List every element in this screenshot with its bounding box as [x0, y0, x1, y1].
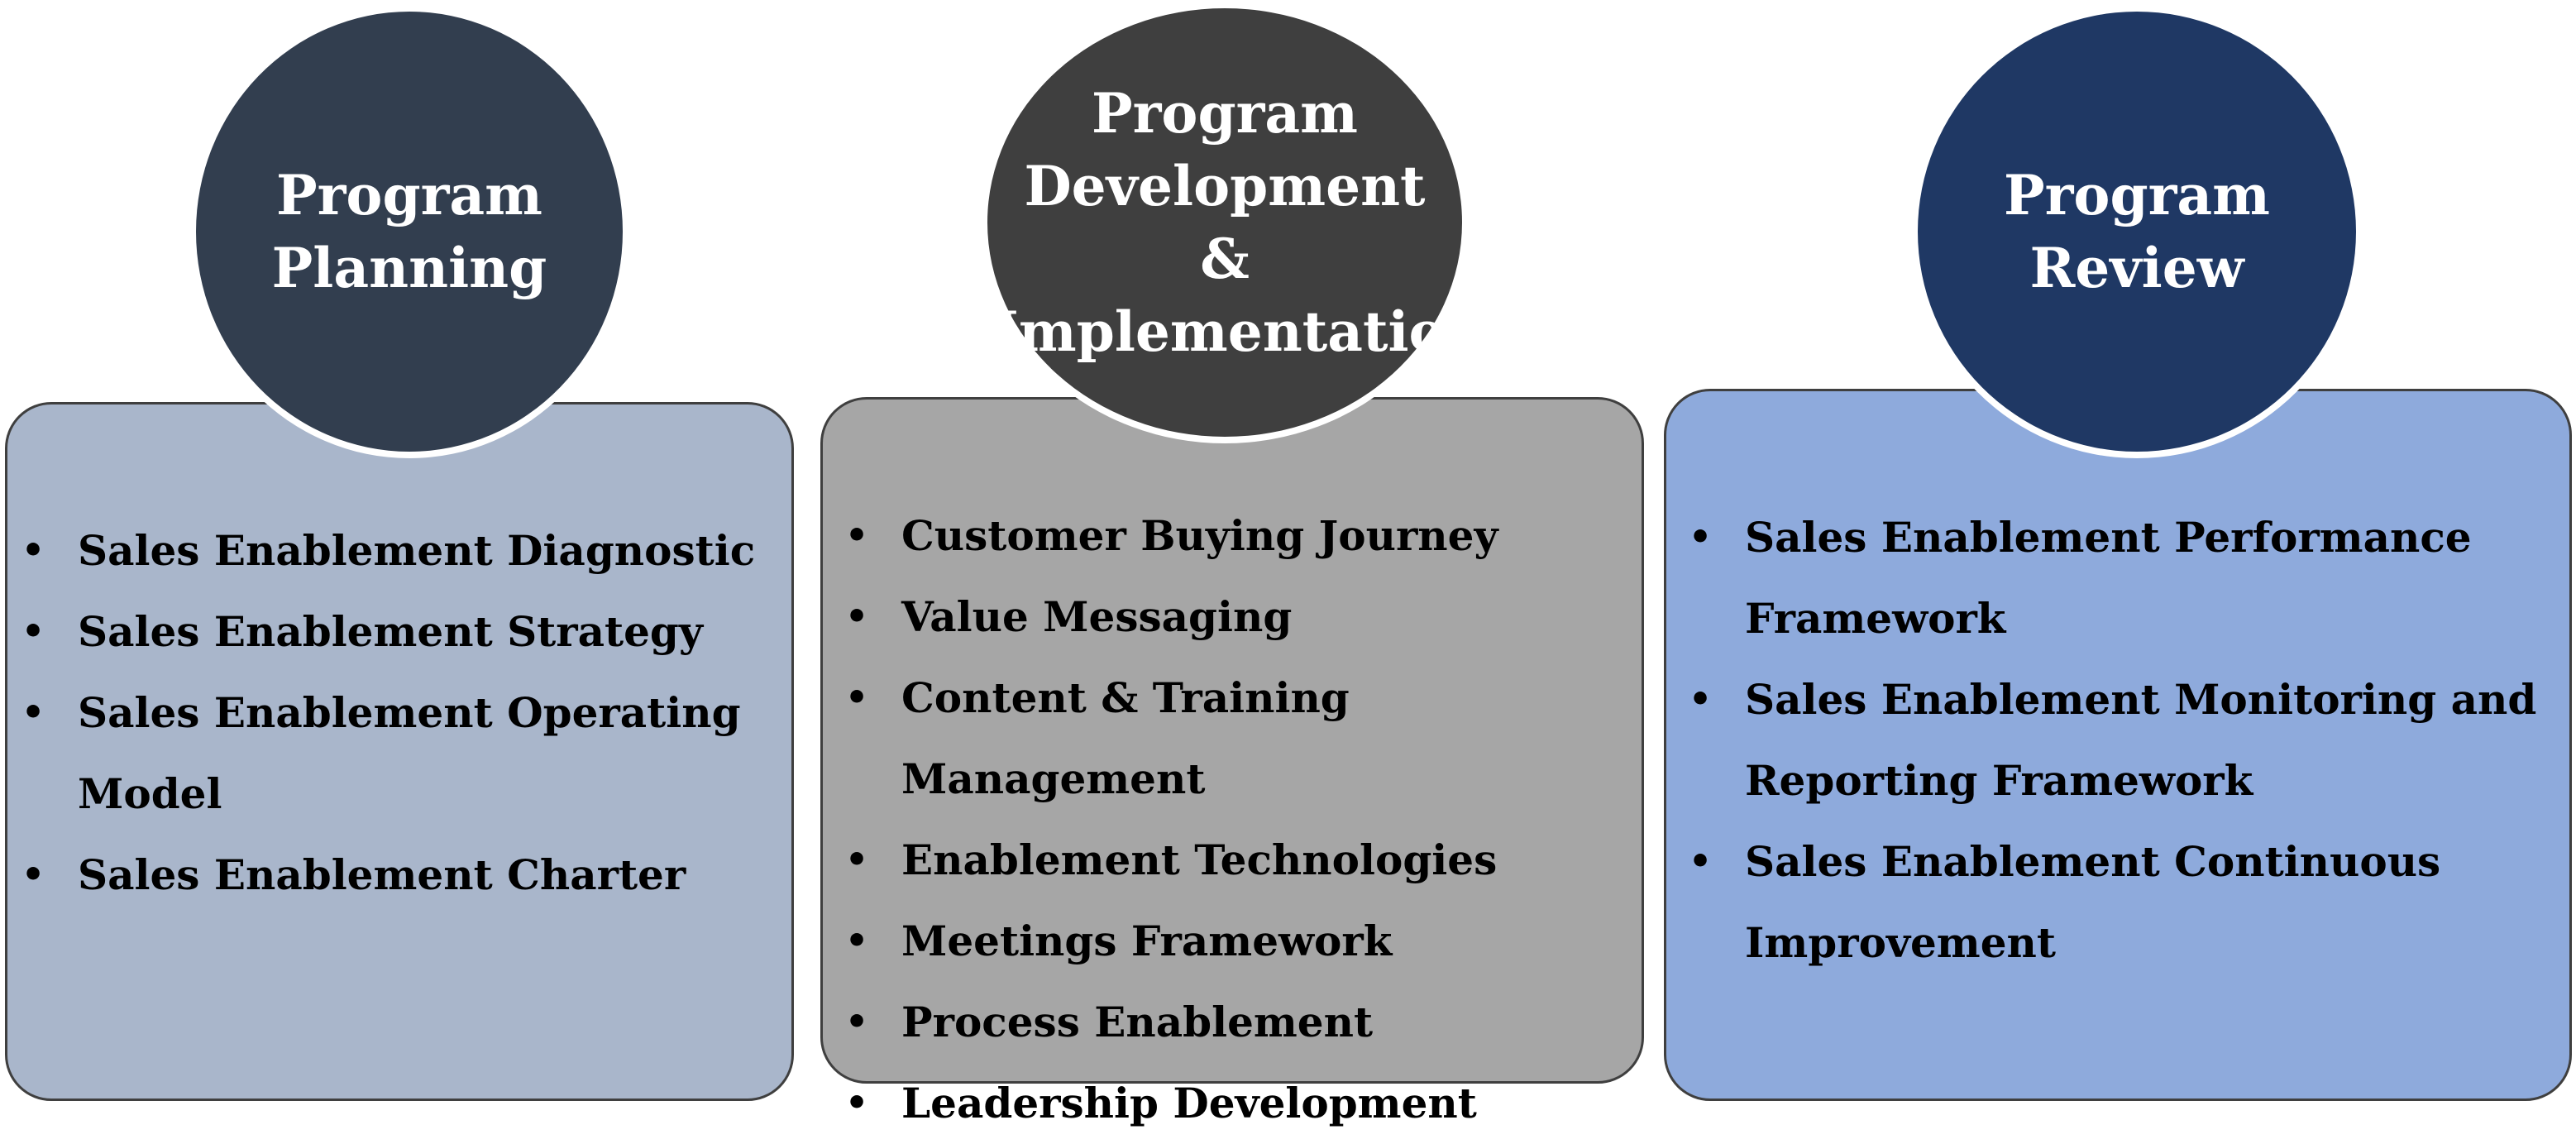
bullet-icon: • — [845, 839, 869, 881]
program-planning-panel — [5, 402, 794, 1101]
list-item-text: Sales Enablement Continuous Improvement — [1745, 837, 2441, 967]
bullet-icon: • — [845, 677, 869, 719]
list-item: • Sales Enablement Charter — [3, 835, 772, 916]
list-item-text: Process Enablement — [901, 998, 1374, 1046]
list-item: • Sales Enablement Operating Model — [3, 673, 772, 835]
bullet-icon: • — [845, 1001, 869, 1043]
program-development-circle: Program Development & Implementation — [981, 2, 1485, 443]
program-development-panel — [820, 397, 1644, 1084]
list-item: • Meetings Framework — [827, 901, 1637, 982]
bullet-icon: • — [1689, 516, 1713, 558]
list-item: • Leadership Development — [827, 1063, 1637, 1144]
bullet-icon: • — [845, 515, 869, 557]
list-item-text: Sales Enablement Performance Framework — [1745, 513, 2472, 643]
program-review-list: •Sales Enablement Performance Framework … — [1670, 497, 2555, 984]
list-item-text: Sales Enablement Operating Model — [78, 688, 741, 818]
list-item-text: Value Messaging — [901, 592, 1293, 641]
list-item-text: Enablement Technologies — [901, 835, 1498, 884]
list-item-text: Sales Enablement Monitoring and Reportin… — [1745, 675, 2537, 805]
bullet-icon: • — [22, 610, 45, 653]
list-item-text: Content & Training Management — [901, 673, 1350, 803]
bullet-icon: • — [845, 920, 869, 962]
bullet-icon: • — [1689, 678, 1713, 720]
list-item-text: Sales Enablement Charter — [78, 850, 686, 899]
list-item: • Sales Enablement Performance Framework — [1670, 497, 2555, 659]
list-item: • Sales Enablement Strategy — [3, 591, 772, 673]
program-planning-title: Program Planning — [271, 163, 547, 300]
program-review-circle: Program Review — [1911, 5, 2363, 458]
list-item: • Sales Enablement Diagnostic — [3, 510, 772, 591]
list-item-text: Sales Enablement Diagnostic — [78, 526, 756, 575]
bullet-icon: • — [845, 1082, 869, 1124]
list-item: • Process Enablement — [827, 982, 1637, 1063]
bullet-icon: • — [22, 854, 45, 896]
program-development-list: • Customer Buying Journey • Value Messagin… — [827, 495, 1637, 1144]
list-item-text: Sales Enablement Strategy — [78, 607, 703, 656]
list-item-text: Leadership Development — [901, 1079, 1477, 1127]
list-item: • Sales Enablement Continuous Improvement — [1670, 821, 2555, 984]
bullet-icon: • — [22, 692, 45, 734]
list-item-text: Meetings Framework — [901, 917, 1393, 965]
program-development-title: Program Development & Implementation — [993, 81, 1485, 364]
list-item: • Enablement Technologies — [827, 820, 1637, 901]
bullet-icon: • — [1689, 840, 1713, 883]
list-item: • Value Messaging — [827, 577, 1637, 658]
program-planning-circle: Program Planning — [189, 5, 629, 458]
bullet-icon: • — [22, 529, 45, 572]
program-review-title: Program Review — [2004, 163, 2270, 300]
list-item: • Sales Enablement Monitoring and Reporti… — [1670, 659, 2555, 821]
list-item: • Customer Buying Journey — [827, 495, 1637, 577]
list-item-text: Customer Buying Journey — [901, 511, 1498, 560]
program-review-panel — [1664, 389, 2572, 1101]
bullet-icon: • — [845, 596, 869, 638]
program-planning-list: • Sales Enablement Diagnostic • Sales Enab… — [3, 510, 772, 916]
list-item: • Content & Training Management — [827, 658, 1637, 820]
